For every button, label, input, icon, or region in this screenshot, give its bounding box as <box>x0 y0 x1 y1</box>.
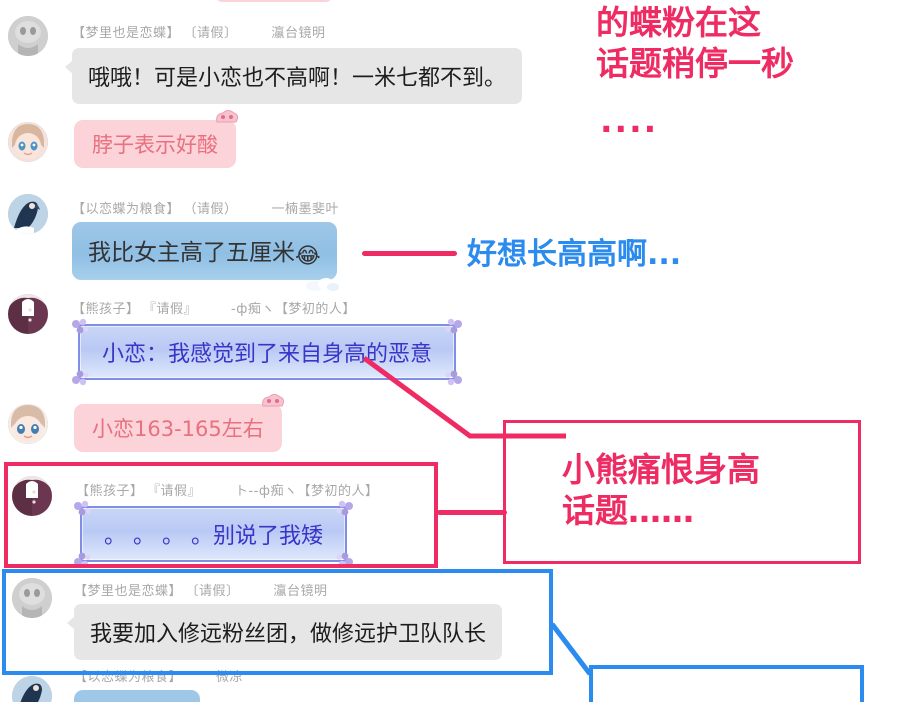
flower-decoration-icon <box>334 498 356 520</box>
message-row-6[interactable]: 【熊孩子】『请假』 ト--ф痴ヽ【梦初的人】 。 。 。 。别说了我矮 <box>0 466 580 570</box>
message-row-3[interactable]: 【以恋蝶为粮食】 （请假） 一楠墨斐叶 我比女主高了五厘米😂 <box>0 186 580 291</box>
avatar[interactable] <box>12 476 52 516</box>
flower-decoration-icon <box>443 366 465 388</box>
nick-tail: 灜台镜明 <box>271 26 326 41</box>
avatar-image <box>8 194 48 234</box>
message-bubble[interactable]: 脖子表示好酸 <box>74 110 239 168</box>
message-bubble[interactable]: 哦哦！可是小恋也不高啊！一米七都不到。 <box>64 48 523 104</box>
message-row-1[interactable]: 【梦里也是恋蝶】〔请假〕 灜台镜明 哦哦！可是小恋也不高啊！一米七都不到。 <box>0 8 580 108</box>
message-nickname: 【梦里也是恋蝶】〔请假〕 灜台镜明 <box>74 580 328 599</box>
bubble-text: 我比女主高了五厘米 <box>88 240 295 266</box>
avatar-image <box>12 476 52 516</box>
annotation-note-box: 小熊痛恨身高 话题…… <box>562 450 760 531</box>
nick-tail: ト--ф痴ヽ【梦初的人】 <box>235 484 379 499</box>
nick-main: 【梦里也是恋蝶】 <box>74 584 183 599</box>
cloud-decoration-icon <box>305 271 339 291</box>
message-row-5[interactable]: 小恋163-165左右 <box>0 394 580 456</box>
message-bubble[interactable]: 我比女主高了五厘米😂 <box>72 222 339 291</box>
annotation-callout-box: 小熊痛恨身高 话题…… <box>503 420 861 564</box>
avatar-image <box>8 122 48 162</box>
avatar[interactable] <box>12 676 52 702</box>
message-nickname: 【以恋蝶为粮食】 （请假） 一楠墨斐叶 <box>72 198 339 217</box>
nick-tag: 『请假』 <box>153 484 202 499</box>
message-bubble[interactable]: 。 。 。 。别说了我矮 <box>74 500 353 568</box>
avatar-image <box>8 16 48 56</box>
nick-main: 【梦里也是恋蝶】 <box>72 26 181 41</box>
pink-bubble-partial <box>214 0 334 2</box>
annotation-note-top: 的蝶粉在这 话题稍停一秒 <box>596 3 794 84</box>
message-bubble[interactable]: 小恋：我感觉到了来自身高的恶意 <box>72 318 463 386</box>
nick-tag: 『请假』 <box>149 302 198 317</box>
message-nickname: 【梦里也是恋蝶】〔请假〕 灜台镜明 <box>72 22 326 41</box>
leader-line-from-highlight <box>437 510 507 515</box>
flower-decoration-icon <box>71 498 93 520</box>
bubble-text: 。 。 。 。别说了我矮 <box>104 524 323 549</box>
nick-tail: 一楠墨斐叶 <box>271 202 340 217</box>
nick-tag: （请假） <box>190 202 238 217</box>
bubble-decoration-icon <box>214 108 240 128</box>
message-bubble[interactable]: 小恋163-165左右 <box>74 394 284 452</box>
avatar[interactable] <box>8 294 48 334</box>
annotation-note-top-dots: .... <box>600 101 659 140</box>
message-row-7[interactable]: 【梦里也是恋蝶】〔请假〕 灜台镜明 我要加入修远粉丝团，做修远护卫队队长 <box>0 570 580 666</box>
nick-tail: 灜台镜明 <box>273 584 328 599</box>
highlight-box-blue <box>2 569 553 675</box>
nick-main: 【以恋蝶为粮食】 <box>72 202 181 217</box>
annotation-callout-box-bottom <box>589 665 864 702</box>
flower-decoration-icon <box>69 316 91 338</box>
avatar[interactable] <box>8 404 48 444</box>
bubble-text: 脖子表示好酸 <box>92 133 218 157</box>
avatar-image <box>8 404 48 444</box>
leader-line-horizontal <box>362 251 457 256</box>
message-row-4[interactable]: 【熊孩子】『请假』 -ф痴ヽ【梦初的人】 小恋：我感觉到了来自身高的恶意 <box>0 286 580 390</box>
avatar-image <box>12 578 52 618</box>
message-bubble[interactable]: 我要加入修远粉丝团，做修远护卫队队长 <box>66 604 503 660</box>
message-row-2[interactable]: 脖子表示好酸 <box>0 110 580 172</box>
flower-decoration-icon <box>443 316 465 338</box>
highlight-box-pink <box>4 462 438 568</box>
message-nickname: 【熊孩子】『请假』 -ф痴ヽ【梦初的人】 <box>72 298 356 317</box>
nick-main: 【熊孩子】 <box>72 302 140 317</box>
bubble-text: 小恋：我感觉到了来自身高的恶意 <box>102 342 433 367</box>
avatar[interactable] <box>8 122 48 162</box>
avatar[interactable] <box>12 578 52 618</box>
message-bubble-partial[interactable] <box>74 690 200 702</box>
avatar[interactable] <box>8 194 48 234</box>
nick-tag: 〔请假〕 <box>192 584 240 599</box>
laughing-tears-emoji: 😂 <box>295 244 321 269</box>
avatar[interactable] <box>8 16 48 56</box>
message-nickname: 【熊孩子】『请假』 ト--ф痴ヽ【梦初的人】 <box>76 480 379 499</box>
flower-decoration-icon <box>69 366 91 388</box>
nick-main: 【熊孩子】 <box>76 484 144 499</box>
nick-tail: -ф痴ヽ【梦初的人】 <box>231 302 356 317</box>
bubble-decoration-icon <box>260 392 286 412</box>
avatar-image <box>12 676 52 702</box>
annotation-note-mid: 好想长高高啊... <box>467 237 682 272</box>
avatar-image <box>8 294 48 334</box>
message-row-0 <box>214 0 334 2</box>
nick-tag: 〔请假〕 <box>190 26 238 41</box>
bubble-text: 小恋163-165左右 <box>92 417 264 441</box>
